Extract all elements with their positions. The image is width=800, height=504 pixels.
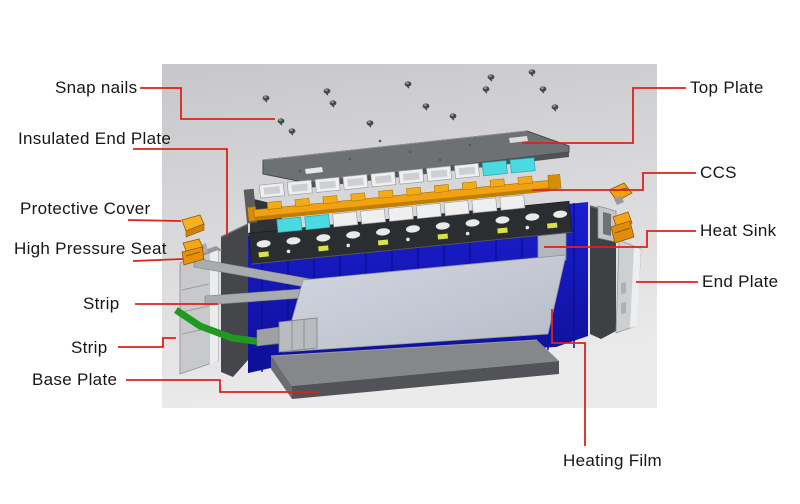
snap-nail [422, 103, 430, 111]
snap-nail [366, 120, 374, 128]
right-insulated-plate-shape [589, 205, 617, 339]
cell-clamp-bracket [256, 317, 318, 353]
label-heating-film: Heating Film [563, 451, 663, 470]
label-high-pressure-seat: High Pressure Seat [14, 239, 167, 258]
leader-snap-nails [140, 87, 275, 120]
label-base-plate: Base Plate [32, 370, 118, 389]
label-snap-nails: Snap nails [55, 78, 138, 97]
leader-strip-2 [118, 337, 176, 348]
leader-top-plate [522, 87, 686, 144]
heat-sink-clips-shape [610, 211, 635, 244]
leader-base-plate [126, 379, 318, 393]
snap-nail [487, 74, 495, 82]
snap-nail [277, 118, 285, 126]
snap-nail [329, 100, 337, 108]
snap-nail [288, 128, 296, 136]
high-pressure-seat-shape [181, 238, 205, 266]
label-heat-sink: Heat Sink [700, 221, 777, 240]
busbar-rail [247, 173, 562, 222]
ccs-assembly [243, 157, 562, 233]
snap-nails-group [262, 69, 559, 136]
leader-protective-cover [127, 219, 182, 222]
snap-nail [323, 88, 331, 96]
label-strip-2: Strip [71, 338, 108, 357]
snap-nail [539, 86, 547, 94]
leader-heat-sink [544, 230, 696, 248]
label-top-plate: Top Plate [690, 78, 764, 97]
label-ccs: CCS [700, 163, 737, 182]
label-end-plate: End Plate [702, 272, 779, 291]
leader-ccs [532, 172, 696, 191]
protective-cover-shape [181, 214, 205, 238]
right-end-plate-shape [615, 239, 642, 334]
base-plate-shape [270, 339, 559, 399]
leader-lines-group [118, 87, 698, 446]
snap-nail [404, 81, 412, 89]
leader-heating-film [551, 309, 586, 446]
snap-nail [551, 104, 559, 112]
label-strip-1: Strip [83, 294, 120, 313]
snap-nail [482, 86, 490, 94]
module-terminal-row [248, 200, 573, 265]
label-protective-cover: Protective Cover [20, 199, 151, 218]
snap-nail [449, 113, 457, 121]
leader-insulated-end-plate [133, 148, 228, 236]
snap-nail [528, 69, 536, 77]
label-insulated-end-plate: Insulated End Plate [18, 129, 172, 148]
snap-nail [262, 95, 270, 103]
leader-high-pressure-seat [132, 258, 184, 262]
